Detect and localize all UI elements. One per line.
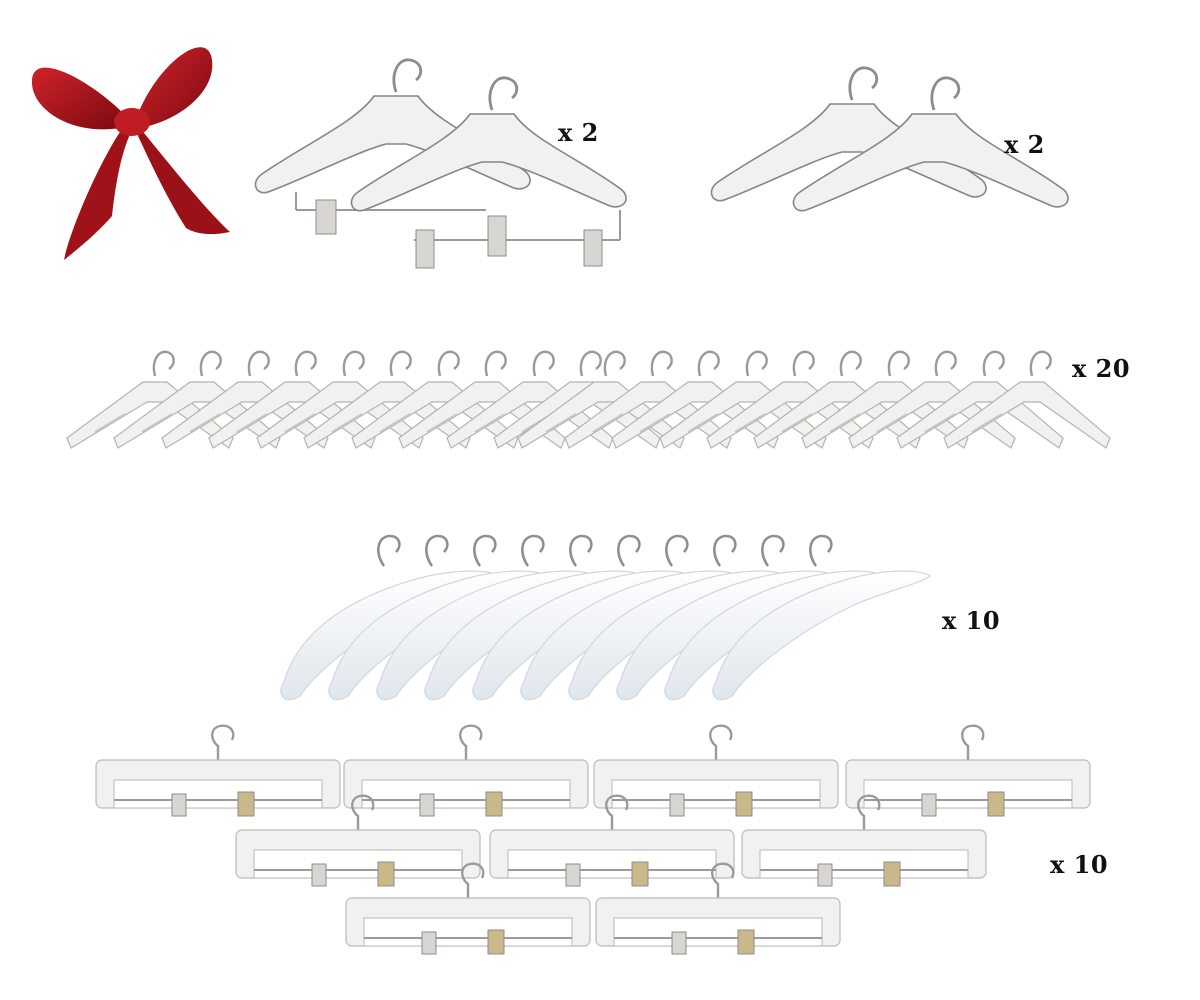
- flat-shirt-hangers: [65, 350, 1112, 450]
- quantity-label-pant-clip-hangers: x 10: [1050, 850, 1109, 879]
- quantity-label-suit-hangers: x 2: [1004, 130, 1045, 159]
- padded-hangers: [279, 534, 932, 702]
- quantity-label-flat-shirt-hangers: x 20: [1072, 354, 1131, 383]
- pant-clip-hangers: [94, 724, 1092, 956]
- quantity-label-padded-hangers: x 10: [942, 606, 1001, 635]
- quantity-label-suit-hangers-with-clips: x 2: [558, 118, 599, 147]
- suit-hangers-with-clips: [254, 58, 628, 269]
- red-gift-bow-icon: [31, 47, 230, 260]
